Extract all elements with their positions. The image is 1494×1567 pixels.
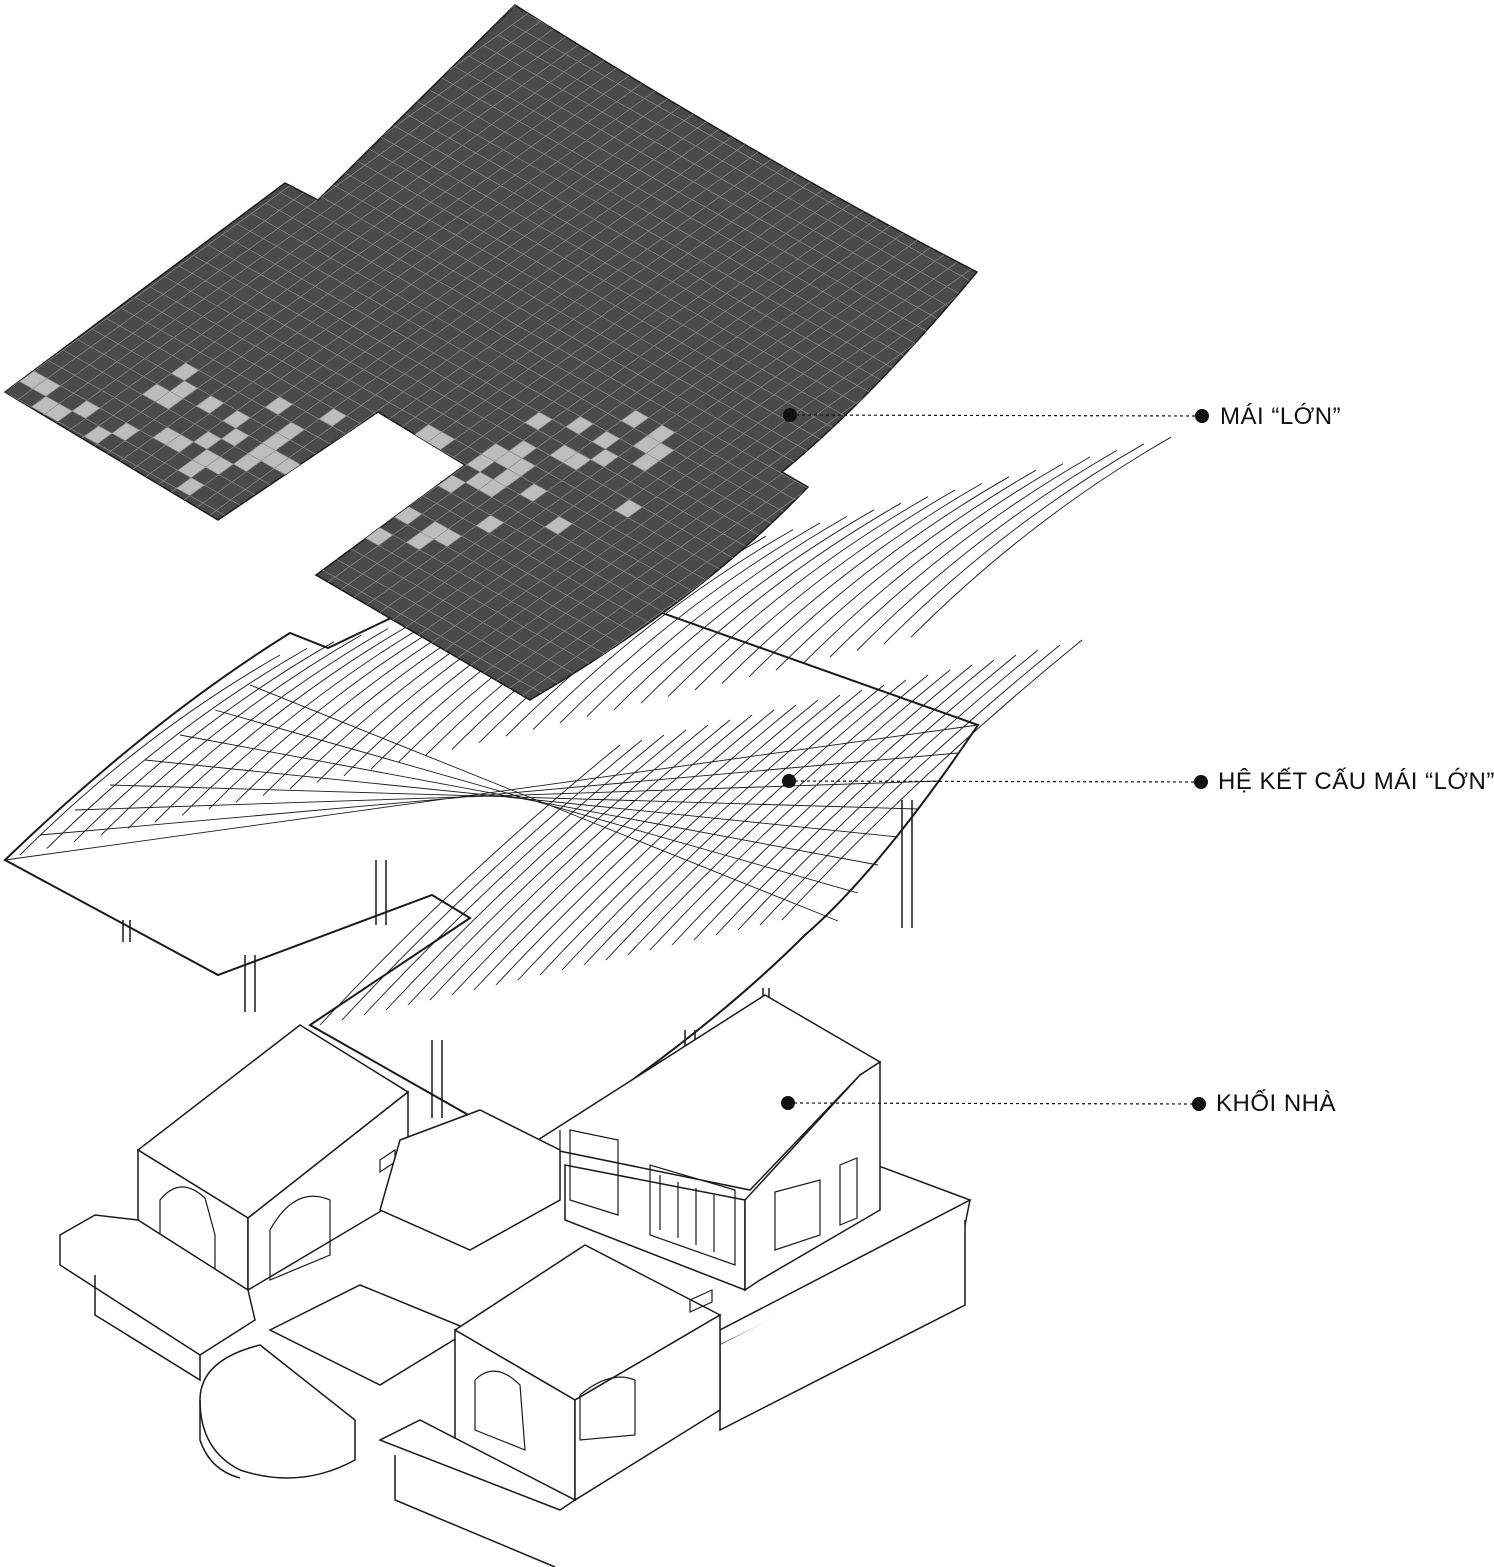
front-building-side: [574, 1313, 721, 1502]
roof-callout-end-dot: [1195, 409, 1209, 423]
roof-light-tile: [549, 444, 578, 463]
roof-light-tile: [19, 371, 48, 389]
roof-light-tile: [169, 380, 198, 399]
roof-light-tile: [340, 494, 368, 513]
roof-light-tile: [592, 431, 620, 450]
roof-light-tile: [274, 457, 302, 476]
big-roof-surface: [3, 4, 979, 701]
roof-light-tile: [142, 383, 170, 402]
roof-light-tile: [233, 453, 261, 472]
roof-light-tile: [358, 430, 387, 449]
roof-light-tile: [192, 449, 221, 468]
roof-light-tile: [478, 479, 507, 498]
roof-light-tile: [476, 515, 504, 534]
roof-light-tile: [177, 459, 206, 478]
roof-light-tile: [44, 403, 73, 422]
roof-light-tile: [312, 498, 341, 516]
roof-light-tile: [614, 499, 643, 518]
roof-light-tile: [466, 454, 495, 472]
roof-light-tile: [647, 425, 676, 443]
right-building-side: [744, 1060, 881, 1292]
roof-light-tile: [31, 396, 60, 415]
callouts: [781, 408, 1209, 1111]
left-terrace: [59, 1214, 256, 1356]
roof-light-tile: [465, 472, 494, 490]
roof-light-tile: [365, 527, 393, 546]
roof-light-tile: [590, 449, 619, 467]
house-callout: [781, 1096, 1206, 1111]
roof-light-tile: [414, 424, 442, 443]
roof-light-tile: [32, 378, 61, 397]
roof-light-tile: [264, 396, 293, 415]
house-block-label: KHỐI NHÀ: [1216, 1090, 1337, 1117]
roof-structure-layer: [3, 436, 1172, 1152]
roof-light-tile: [111, 422, 140, 441]
front-building-windows: [474, 1289, 713, 1451]
roof-light-tile: [633, 435, 661, 454]
roof-light-tile: [646, 442, 674, 461]
structure-callout: [782, 774, 1208, 789]
roof-light-tile: [621, 410, 649, 429]
big-roof-layer: [3, 4, 979, 701]
roof-light-tile: [247, 443, 276, 461]
pool-deck: [268, 1284, 472, 1386]
roof-light-tile: [176, 477, 205, 496]
roof-light-tile: [481, 443, 509, 462]
roof-light-tile: [261, 450, 289, 469]
roof-label: MÁI “LỚN”: [1220, 403, 1342, 430]
roof-light-tile: [222, 410, 251, 429]
roof-light-tile: [84, 425, 112, 444]
front-terrace: [378, 1419, 577, 1511]
roof-light-tile: [205, 456, 234, 475]
roof-light-tile: [565, 416, 594, 435]
structure-callout-end-dot: [1194, 775, 1208, 789]
roof-light-tile: [193, 431, 222, 450]
roof-light-tile: [196, 395, 224, 414]
roof-light-tile: [433, 528, 462, 547]
roof-callout: [783, 408, 1209, 423]
roof-light-tile: [276, 422, 305, 440]
round-pool: [199, 1344, 356, 1479]
roof-light-tile: [221, 428, 250, 447]
roof-light-tile: [319, 408, 347, 427]
roof-structure-label: HỆ KẾT CẤU MÁI “LỚN”: [1218, 768, 1494, 795]
central-courtyard: [379, 1109, 561, 1251]
right-building-windows: [539, 1129, 858, 1266]
house-block-layer: [59, 994, 972, 1567]
roof-light-tile: [420, 521, 449, 540]
roof-light-tile: [563, 452, 591, 471]
roof-light-tile: [262, 432, 290, 451]
roof-light-tile: [155, 391, 184, 410]
roof-light-tile: [72, 400, 100, 419]
roof-light-tile: [494, 451, 523, 469]
roof-light-tile: [367, 491, 396, 510]
roof-light-tile: [171, 362, 199, 381]
roof-light-tile: [152, 427, 181, 445]
house-callout-end-dot: [1192, 1097, 1206, 1111]
roof-light-tiles: [19, 362, 676, 550]
roof-light-tile: [406, 531, 434, 550]
roof-light-tile: [544, 516, 573, 535]
roof-light-tile: [519, 483, 548, 502]
roof-light-tile: [631, 453, 660, 472]
roof-light-tile: [493, 468, 521, 487]
roof-light-tile: [524, 412, 553, 430]
roof-light-tile: [427, 431, 455, 450]
roof-light-tile: [411, 460, 440, 479]
roof-light-tile: [166, 434, 194, 453]
roof-light-tile: [437, 475, 466, 493]
roof-light-tile: [394, 506, 422, 525]
roof-light-tile: [507, 458, 536, 477]
roof-light-tile: [509, 440, 537, 459]
